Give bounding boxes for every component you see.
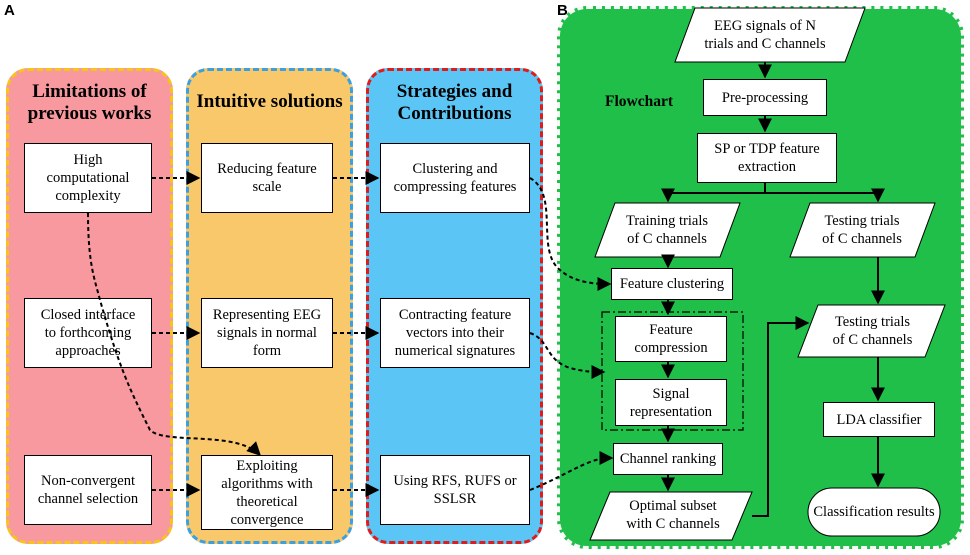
training-text: Training trials of C channels	[625, 213, 709, 247]
solution-reduce-scale: Reducing feature scale	[201, 143, 333, 213]
strategies-title: Strategies and Contributions	[396, 81, 513, 124]
feature-clustering-box: Feature clustering	[611, 268, 733, 300]
panel-label-b: B	[557, 2, 568, 19]
solution-normal-form: Representing EEG signals in normal form	[201, 298, 333, 368]
solution-convergence: Exploiting algorithms with theoretical c…	[201, 455, 333, 530]
limitation-closed-interface: Closed interface to forthcoming approach…	[24, 298, 152, 368]
optimal-subset-text: Optimal subset with C channels	[626, 498, 720, 532]
feature-extraction-box: SP or TDP feature extraction	[697, 133, 837, 183]
limitation-non-convergent: Non-convergent channel selection	[24, 455, 152, 525]
strategy-cluster-compress: Clustering and compressing features	[380, 143, 530, 213]
testing-subset-shape	[797, 304, 946, 358]
testing-shape	[789, 202, 936, 258]
strategy-numerical-signatures: Contracting feature vectors into their n…	[380, 298, 530, 368]
testing-subset-text: Testing trials of C channels	[832, 314, 913, 348]
results-text: Classification results	[813, 504, 935, 520]
signal-representation-box: Signal representation	[615, 379, 727, 426]
input-text: EEG signals of N trials and C channels	[704, 18, 826, 52]
optimal-subset-shape	[589, 491, 753, 541]
testing-text: Testing trials of C channels	[822, 213, 902, 247]
results-shape	[807, 487, 941, 537]
strategy-rfs-rufs-sslsr: Using RFS, RUFS or SSLSR	[380, 455, 530, 525]
preprocessing-box: Pre-processing	[703, 79, 827, 116]
channel-ranking-box: Channel ranking	[613, 443, 723, 475]
solutions-title: Intuitive solutions	[196, 91, 343, 112]
feature-compression-box: Feature compression	[615, 316, 727, 362]
panel-label-a: A	[4, 2, 15, 19]
training-shape	[594, 202, 741, 258]
input-shape	[674, 7, 866, 63]
flowchart-label: Flowchart	[605, 93, 674, 110]
limitations-title: Limitations of previous works	[27, 81, 152, 124]
limitation-complexity: High computational complexity	[24, 143, 152, 213]
lda-box: LDA classifier	[823, 402, 935, 437]
